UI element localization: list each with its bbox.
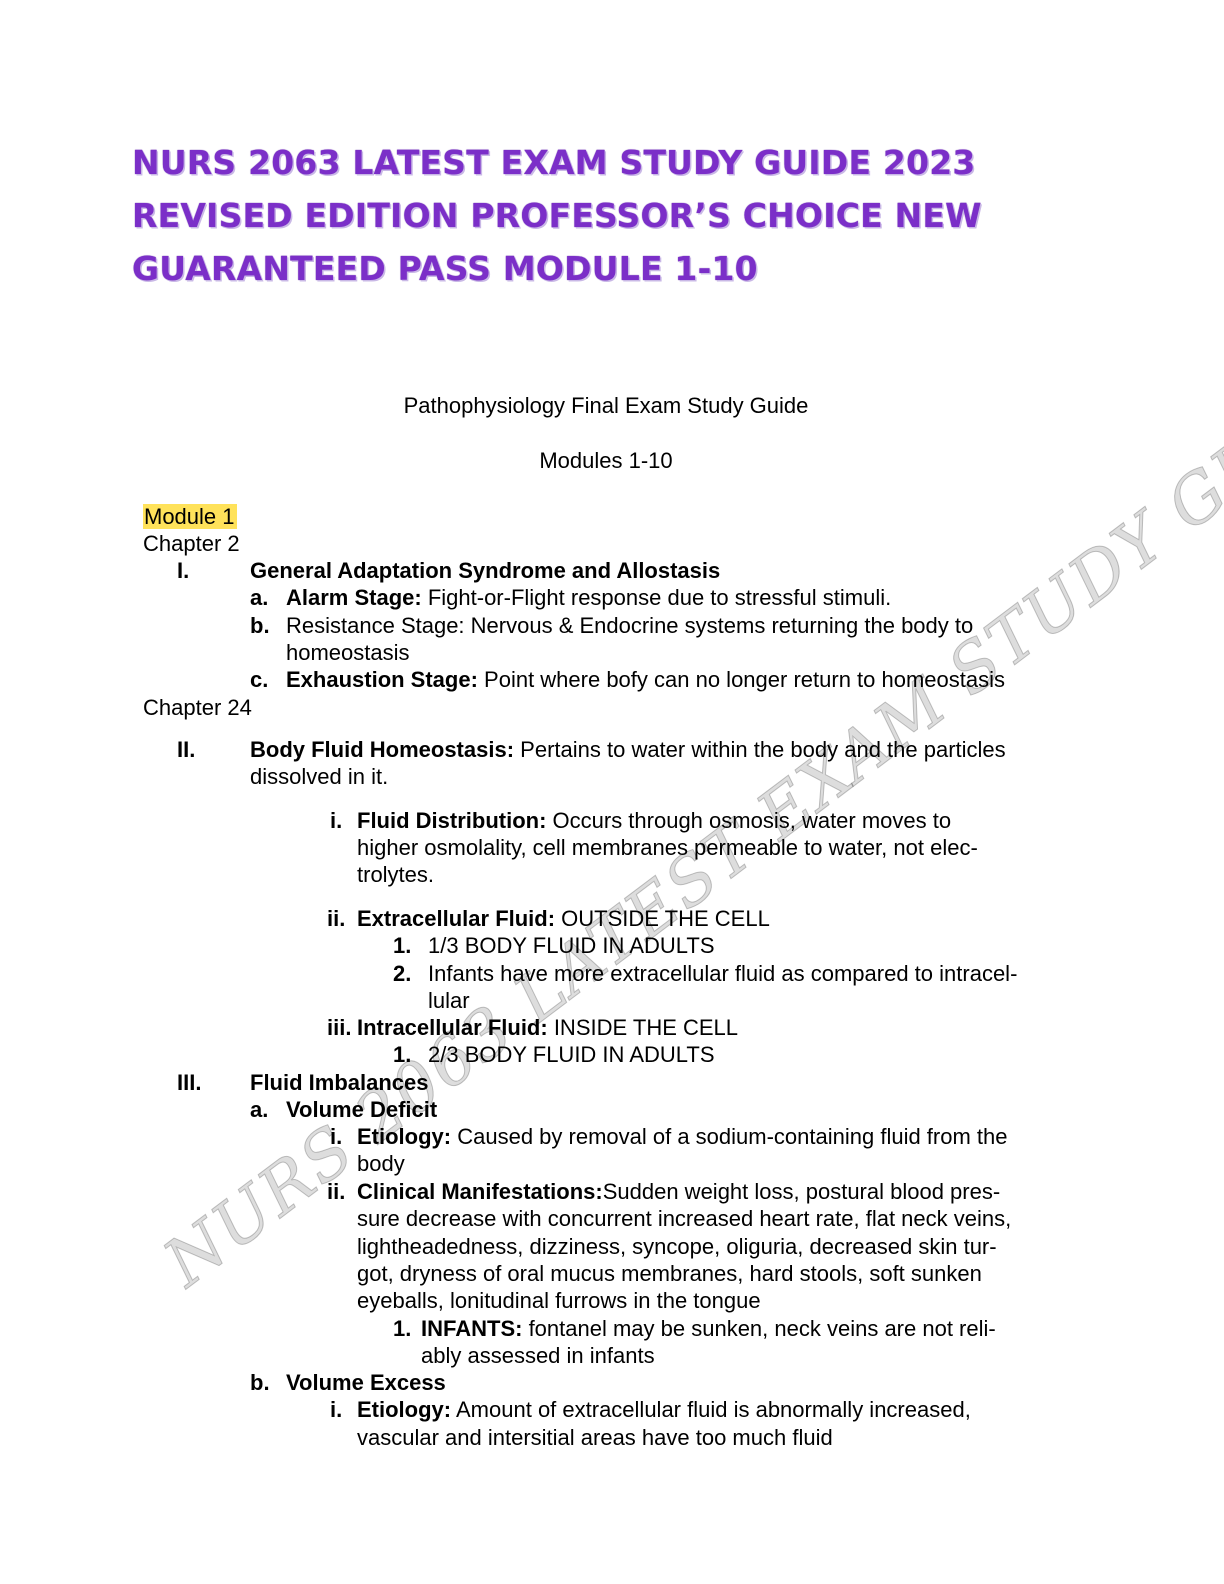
section-text: Body Fluid Homeostasis: Pertains to wate… xyxy=(250,737,1006,762)
list-item-continuation: lular xyxy=(428,988,470,1013)
title-line-2: REVISED EDITION PROFESSOR’S CHOICE NEW xyxy=(132,196,982,235)
list-marker: i. xyxy=(330,1124,343,1149)
list-marker: 1. xyxy=(393,933,412,958)
list-item-continuation: ably assessed in infants xyxy=(421,1343,655,1368)
list-item-continuation: got, dryness of oral mucus membranes, ha… xyxy=(357,1261,982,1286)
list-marker: i. xyxy=(330,1397,343,1422)
list-marker: a. xyxy=(250,1097,269,1122)
list-item-continuation: vascular and intersitial areas have too … xyxy=(357,1425,833,1450)
module-label: Module 1 xyxy=(143,503,237,530)
list-item: Etiology: Amount of extracellular fluid … xyxy=(357,1397,971,1422)
list-item: Intracellular Fluid: INSIDE THE CELL xyxy=(357,1015,739,1040)
list-item-continuation: lightheadedness, dizziness, syncope, oli… xyxy=(357,1234,997,1259)
title-line-3: GUARANTEED PASS MODULE 1-10 xyxy=(132,249,758,288)
list-item: INFANTS: fontanel may be sunken, neck ve… xyxy=(421,1316,996,1341)
modules-range: Modules 1-10 xyxy=(539,448,673,473)
list-item: Alarm Stage: Fight-or-Flight response du… xyxy=(286,585,892,610)
list-item-continuation: eyeballs, lonitudinal furrows in the ton… xyxy=(357,1288,761,1313)
document-title: NURS 2063 LATEST EXAM STUDY GUIDE 2023 R… xyxy=(132,136,982,295)
title-line-1: NURS 2063 LATEST EXAM STUDY GUIDE 2023 xyxy=(132,143,976,182)
list-item-continuation: trolytes. xyxy=(357,862,435,887)
section-title: General Adaptation Syndrome and Allostas… xyxy=(250,558,721,583)
list-item: 1/3 BODY FLUID IN ADULTS xyxy=(428,933,715,958)
list-item: Clinical Manifestations:Sudden weight lo… xyxy=(357,1179,1001,1204)
list-item-continuation: higher osmolality, cell membranes permea… xyxy=(357,835,978,860)
list-marker: 1. xyxy=(393,1042,412,1067)
list-item: 2/3 BODY FLUID IN ADULTS xyxy=(428,1042,715,1067)
list-item-continuation: body xyxy=(357,1151,405,1176)
chapter-heading: Chapter 2 xyxy=(143,531,240,556)
subsection-title: Volume Excess xyxy=(286,1370,446,1395)
section-title: Fluid Imbalances xyxy=(250,1070,429,1095)
list-item: Fluid Distribution: Occurs through osmos… xyxy=(357,808,952,833)
list-marker: 2. xyxy=(393,961,412,986)
list-item: Exhaustion Stage: Point where bofy can n… xyxy=(286,667,1005,692)
list-item: Etiology: Caused by removal of a sodium-… xyxy=(357,1124,1008,1149)
list-marker: 1. xyxy=(393,1316,412,1341)
list-marker: ii. xyxy=(327,906,346,931)
list-marker: a. xyxy=(250,585,269,610)
list-item-continuation: homeostasis xyxy=(286,640,410,665)
list-marker: c. xyxy=(250,667,269,692)
chapter-heading: Chapter 24 xyxy=(143,695,252,720)
list-item: Resistance Stage: Nervous & Endocrine sy… xyxy=(286,613,974,638)
module-highlight: Module 1 xyxy=(143,504,237,529)
list-item: Infants have more extracellular fluid as… xyxy=(428,961,1018,986)
list-item-continuation: sure decrease with concurrent increased … xyxy=(357,1206,1012,1231)
list-item: Extracellular Fluid: OUTSIDE THE CELL xyxy=(357,906,770,931)
section-text-continuation: dissolved in it. xyxy=(250,764,389,789)
list-marker: b. xyxy=(250,1370,270,1395)
section-number: II. xyxy=(177,737,196,762)
subsection-title: Volume Deficit xyxy=(286,1097,438,1122)
subtitle: Pathophysiology Final Exam Study Guide xyxy=(403,393,809,418)
list-marker: b. xyxy=(250,613,270,638)
list-marker: iii. xyxy=(327,1015,352,1040)
section-number: I. xyxy=(177,558,190,583)
list-marker: ii. xyxy=(327,1179,346,1204)
list-marker: i. xyxy=(330,808,343,833)
section-number: III. xyxy=(177,1070,202,1095)
